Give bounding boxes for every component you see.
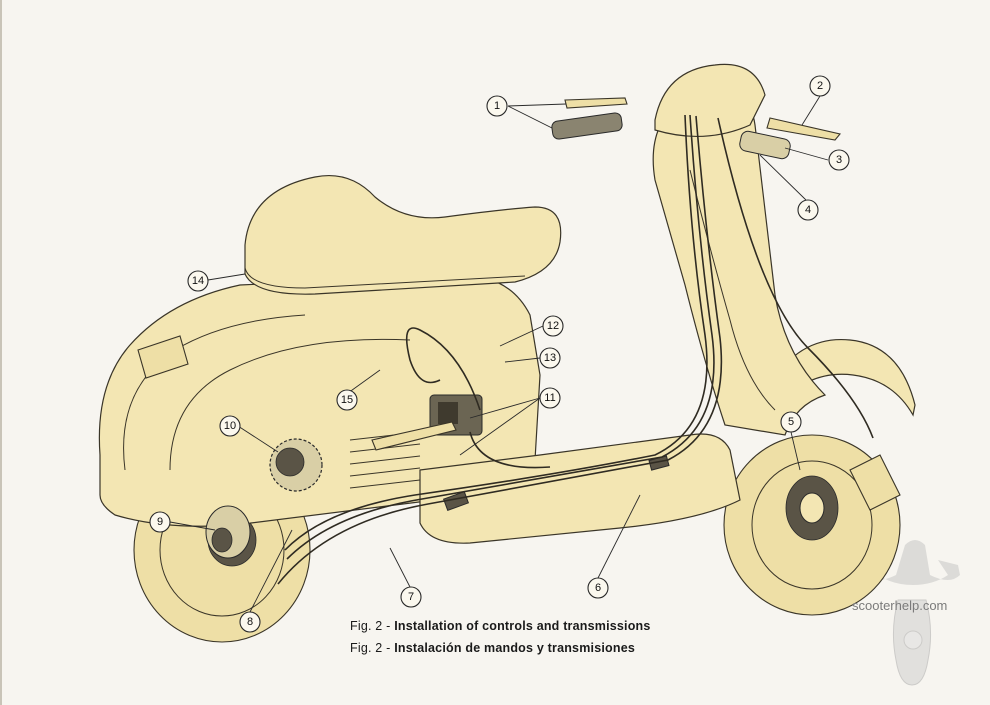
caption-spanish: Fig. 2 - Instalación de mandos y transmi… — [350, 641, 635, 655]
callout-8: 8 — [239, 611, 261, 633]
callout-2: 2 — [809, 75, 831, 97]
svg-text:7: 7 — [408, 591, 414, 603]
front-shock — [849, 454, 901, 511]
callout-13: 13 — [539, 347, 561, 369]
svg-text:15: 15 — [341, 394, 353, 406]
tail-light — [137, 335, 189, 379]
kick-start — [371, 421, 457, 451]
svg-text:8: 8 — [247, 616, 253, 628]
headset — [654, 63, 766, 137]
callouts: 1 2 3 4 5 6 7 8 9 10 11 12 13 14 15 — [149, 75, 850, 633]
svg-text:9: 9 — [157, 516, 163, 528]
svg-text:12: 12 — [547, 320, 559, 332]
svg-text:10: 10 — [224, 420, 236, 432]
callout-3: 3 — [828, 149, 850, 171]
handlebar-right — [739, 130, 791, 160]
seat — [244, 174, 562, 295]
caption-spanish-text: Instalación de mandos y transmisiones — [394, 641, 635, 655]
callout-1: 1 — [486, 95, 508, 117]
caption-english-prefix: Fig. 2 - — [350, 619, 391, 633]
caption-english: Fig. 2 - Installation of controls and tr… — [350, 619, 651, 633]
watermark-text: scooterhelp.com — [852, 598, 948, 613]
callout-10: 10 — [219, 415, 241, 437]
brake-lever — [766, 117, 841, 141]
callout-6: 6 — [587, 577, 609, 599]
control-cables — [277, 114, 874, 585]
svg-text:2: 2 — [817, 80, 823, 92]
svg-text:4: 4 — [805, 204, 811, 216]
engine-flywheel — [269, 438, 323, 492]
callout-12: 12 — [542, 315, 564, 337]
svg-text:1: 1 — [494, 100, 500, 112]
callout-14: 14 — [187, 270, 209, 292]
rear-brake-drum — [205, 505, 251, 559]
callout-11: 11 — [539, 387, 561, 409]
rear-body — [98, 274, 541, 527]
rear-body-panel — [169, 338, 411, 471]
svg-text:13: 13 — [544, 352, 556, 364]
caption-english-text: Installation of controls and transmissio… — [394, 619, 651, 633]
clutch-lever — [564, 97, 628, 109]
svg-text:6: 6 — [595, 582, 601, 594]
callout-5: 5 — [780, 411, 802, 433]
svg-text:11: 11 — [544, 392, 555, 404]
leg-shield-edge — [689, 169, 776, 411]
svg-text:3: 3 — [836, 154, 842, 166]
svg-text:14: 14 — [192, 275, 204, 287]
scooterhelp-logo — [866, 540, 960, 686]
svg-text:5: 5 — [788, 416, 794, 428]
caption-spanish-prefix: Fig. 2 - — [350, 641, 391, 655]
front-mudguard — [769, 338, 916, 417]
leg-shield — [652, 84, 827, 436]
callout-7: 7 — [400, 586, 422, 608]
callout-9: 9 — [149, 511, 171, 533]
callout-15: 15 — [336, 389, 358, 411]
callout-4: 4 — [797, 199, 819, 221]
seat-base — [244, 267, 526, 289]
leader-lines — [169, 95, 829, 613]
handlebar-left — [551, 112, 623, 140]
